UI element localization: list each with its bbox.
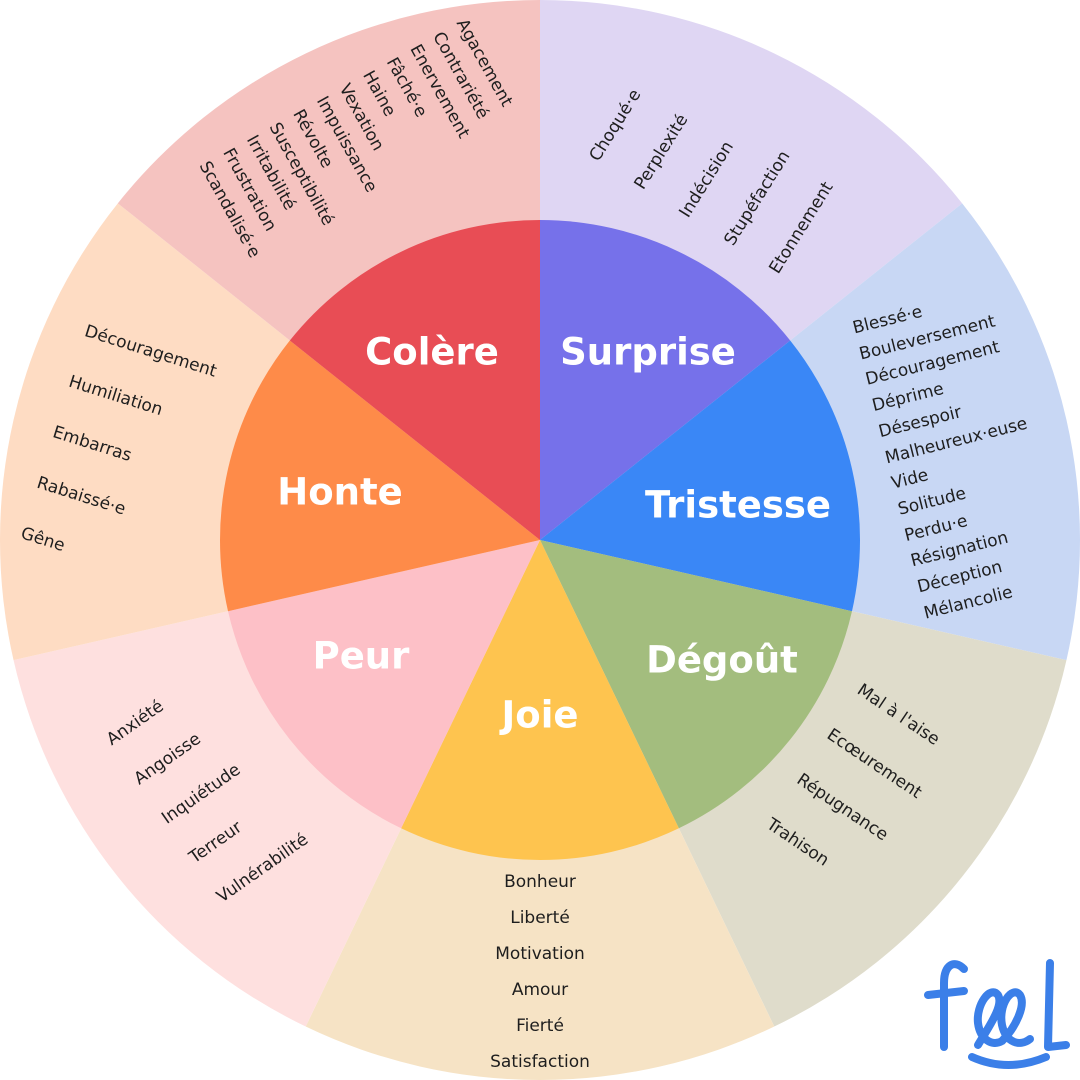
- core-label-joie: Joie: [501, 693, 579, 737]
- emotion-word: Bonheur: [504, 872, 576, 892]
- inner-sector-degout: [540, 540, 852, 829]
- emotion-word: Fierté: [516, 1016, 564, 1036]
- core-label-surprise: Surprise: [560, 330, 736, 374]
- inner-sector-colere: [289, 220, 540, 540]
- emotion-word: Motivation: [495, 944, 585, 964]
- feel-logo: [924, 959, 1070, 1069]
- inner-sector-tristesse: [540, 340, 860, 612]
- inner-sector-surprise: [540, 220, 791, 540]
- core-label-honte: Honte: [277, 470, 403, 514]
- core-label-degout: Dégoût: [646, 638, 798, 682]
- emotion-word: Satisfaction: [490, 1052, 590, 1072]
- inner-sector-joie: [401, 540, 679, 860]
- emotion-word: Liberté: [510, 908, 570, 928]
- core-label-colere: Colère: [365, 330, 499, 374]
- core-label-peur: Peur: [312, 634, 410, 678]
- emotion-word: Amour: [511, 980, 569, 1000]
- inner-sector-honte: [220, 340, 540, 612]
- core-label-tristesse: Tristesse: [644, 483, 832, 527]
- inner-sector-peur: [228, 540, 540, 829]
